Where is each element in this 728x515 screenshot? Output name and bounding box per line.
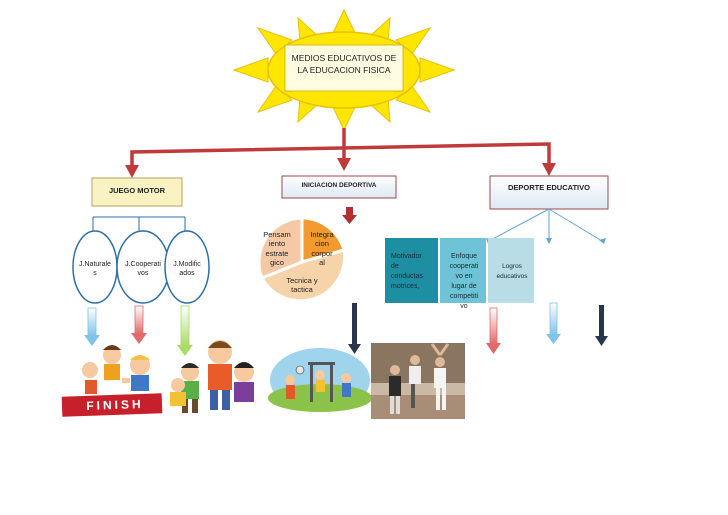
- pie-right-line4: al: [319, 258, 325, 268]
- pie-left-line4: gico: [270, 258, 284, 268]
- arrow-modificados: [177, 305, 193, 356]
- oval-modificados-text: J.Modific ados: [165, 261, 209, 279]
- main-title: MEDIOS EDUCATIVOS DE LA EDUCACION FISICA: [285, 52, 403, 76]
- pie-right-text: Integra cion corpor al: [302, 230, 342, 268]
- col-enfoque-line1: Enfoque: [450, 253, 478, 260]
- col-logros-line1: Logros: [502, 263, 522, 270]
- col-enfoque-line4: lugar de: [451, 283, 477, 290]
- oval-cooperativos-text: J.Cooperati vos: [121, 261, 165, 279]
- juego-bracket: [92, 216, 186, 232]
- pie-bottom-text: Tecnica y tactica: [277, 276, 327, 295]
- col-enfoque-line3: vo en: [455, 273, 473, 280]
- playground-illustration: [268, 348, 372, 412]
- col-enfoque-text: Enfoque cooperati vo en lugar de competi…: [442, 252, 486, 312]
- juego-motor-box: [91, 177, 183, 207]
- col-enfoque-line6: vo: [460, 303, 468, 310]
- arrow-motivador: [486, 307, 501, 354]
- col-enfoque: [440, 238, 486, 303]
- col-motivador-text: Motivador de conductas motrices,: [391, 252, 437, 292]
- juego-motor-label: JUEGO MOTOR: [108, 186, 166, 195]
- oval-naturales-text: J.Naturale s: [73, 261, 117, 279]
- connector-arrowheads: [125, 158, 556, 178]
- arrow-naturales: [84, 307, 100, 346]
- pie-left-line2: iento: [268, 239, 286, 249]
- oval-naturales-line1: J.Naturale: [79, 261, 111, 268]
- arrow-iniciacion: [348, 303, 361, 354]
- pie-bottom-line1: Tecnica y: [286, 276, 318, 285]
- col-motivador: [385, 238, 438, 303]
- exercise-photo: [371, 343, 465, 419]
- iniciacion-box: [281, 175, 397, 199]
- col-enfoque-line5: competiti: [449, 293, 478, 300]
- oval-naturales-line2: s: [93, 269, 97, 277]
- col-motivador-line4: motrices,: [391, 283, 420, 290]
- pie-left-line1: Pensam: [263, 230, 291, 239]
- col-logros-line2: educativos: [496, 273, 528, 280]
- kids-group-illustration: [170, 340, 254, 413]
- title-box: [284, 44, 404, 92]
- col-motivador-line1: Motivador: [391, 253, 422, 260]
- col-motivador-line3: conductas: [391, 273, 423, 280]
- pie-left-text: Pensam iento estrate gico: [258, 230, 296, 268]
- iniciacion-arrow-head: [342, 215, 357, 224]
- oval-cooperativos-line1: J.Cooperati: [125, 261, 161, 268]
- finish-banner-text: FINISH: [86, 397, 144, 413]
- col-logros-text: Logros educativos: [490, 262, 534, 282]
- iniciacion-arrow-shaft: [346, 207, 353, 216]
- finish-illustration: [61, 345, 163, 417]
- pie-right-line2: cion: [315, 239, 329, 249]
- arrow-logros: [595, 305, 608, 346]
- pie-right-line3: corpor: [311, 248, 333, 258]
- col-enfoque-line2: cooperati: [449, 263, 479, 270]
- iniciacion-label: INICIACION DEPORTIVA: [301, 182, 377, 189]
- deporte-box: [489, 175, 609, 210]
- cycle-pie: [257, 216, 346, 303]
- arrow-enfoque: [546, 302, 561, 344]
- oval-cooperativos-line2: vos: [137, 269, 149, 277]
- oval-modificados-line1: J.Modific: [173, 261, 201, 268]
- deporte-branches: [488, 208, 603, 242]
- pie-right-line1: Integra: [310, 230, 334, 239]
- deporte-label: DEPORTE EDUCATIVO: [508, 183, 590, 192]
- main-title-line2: LA EDUCACION FISICA: [297, 65, 391, 75]
- col-logros: [488, 238, 534, 303]
- oval-modificados-line2: ados: [179, 269, 195, 277]
- arrow-cooperativos: [131, 305, 147, 344]
- col-motivador-line2: de: [391, 263, 399, 270]
- pie-bottom-line2: tactica: [291, 285, 313, 295]
- main-connectors: [130, 128, 551, 172]
- main-title-line1: MEDIOS EDUCATIVOS DE: [291, 53, 397, 63]
- oval-modificados: [164, 230, 210, 304]
- pie-left-line3: estrate: [265, 248, 289, 258]
